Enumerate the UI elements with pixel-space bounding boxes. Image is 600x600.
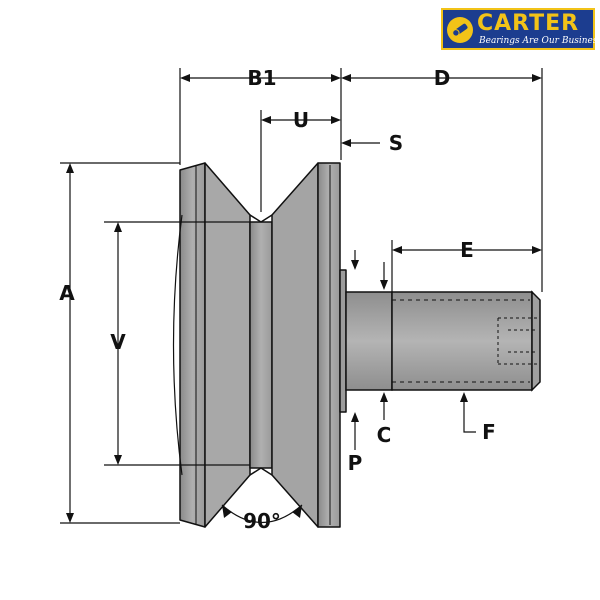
- label-s: S: [389, 131, 403, 155]
- label-b1: B1: [247, 66, 276, 90]
- label-c: C: [377, 423, 392, 447]
- label-p: P: [348, 451, 363, 475]
- logo-tagline: Bearings Are Our Business: [479, 36, 600, 46]
- label-a: A: [59, 281, 75, 305]
- logo-name: CARTER: [477, 11, 580, 36]
- dimension-labels: B1 D U S E A V C F P 90°: [59, 66, 496, 533]
- label-v: V: [110, 330, 126, 354]
- label-d: D: [434, 66, 451, 90]
- label-f: F: [482, 420, 496, 444]
- carter-logo: CARTER Bearings Are Our Business: [441, 8, 600, 50]
- dimension-lines: [60, 68, 543, 524]
- threaded-stud: [345, 290, 541, 392]
- label-angle: 90°: [243, 509, 281, 533]
- label-u: U: [293, 108, 309, 132]
- dimension-arrows: [66, 74, 542, 523]
- v-groove-wheel: [172, 162, 347, 528]
- logo-emblem-icon: [447, 17, 473, 43]
- label-e: E: [460, 238, 474, 262]
